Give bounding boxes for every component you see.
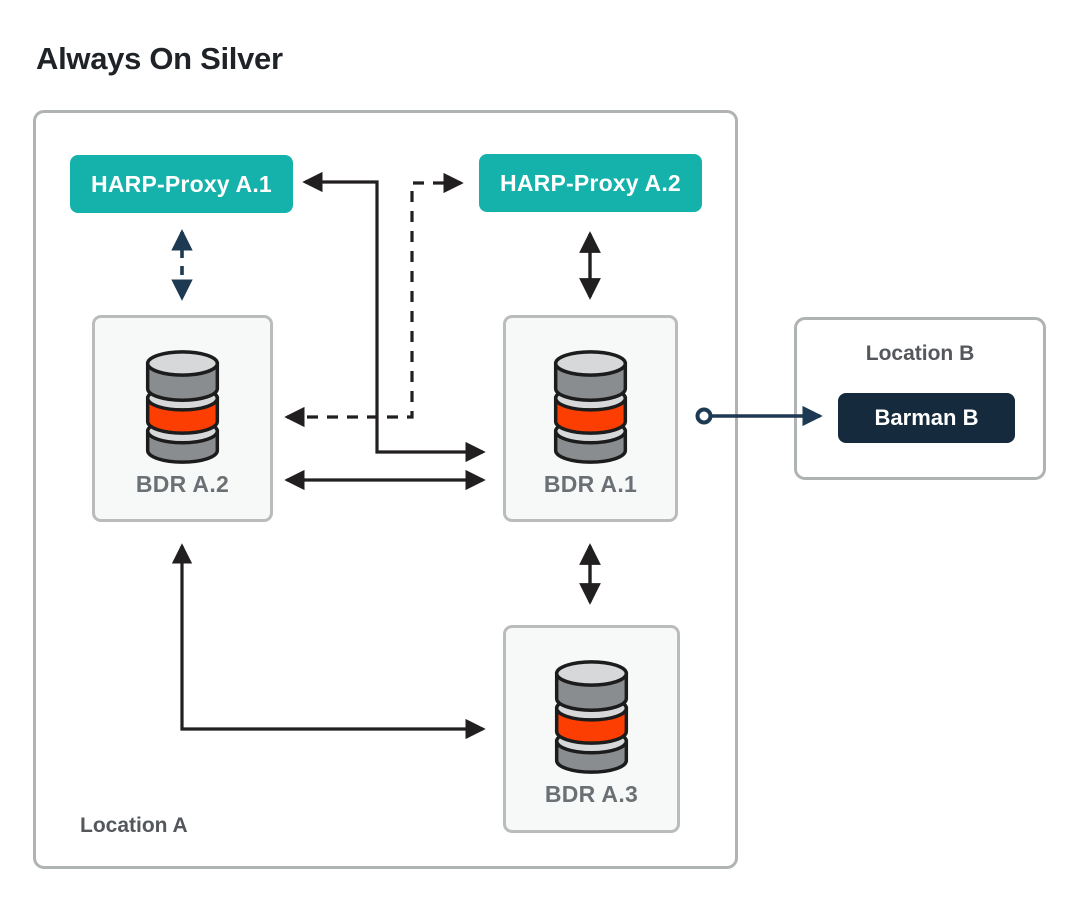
database-icon <box>134 348 231 466</box>
location-b-container: Location B Barman B <box>794 317 1046 480</box>
bdr-a2-label: BDR A.2 <box>135 471 230 497</box>
harp-proxy-a2-node: HARP-Proxy A.2 <box>479 154 702 212</box>
harp-proxy-a1-node: HARP-Proxy A.1 <box>70 155 293 213</box>
bdr-a1-label: BDR A.1 <box>543 471 638 497</box>
barman-b-label: Barman B <box>874 405 979 430</box>
harp-proxy-a2-label: HARP-Proxy A.2 <box>500 169 681 196</box>
bdr-a3-label: BDR A.3 <box>544 781 639 807</box>
bdr-a2-node: BDR A.2 <box>92 315 273 522</box>
database-icon <box>543 658 640 776</box>
harp-proxy-a1-label: HARP-Proxy A.1 <box>91 170 272 197</box>
bdr-a1-node: BDR A.1 <box>503 315 678 522</box>
barman-b-node: Barman B <box>838 393 1015 443</box>
bdr-a3-node: BDR A.3 <box>503 625 680 833</box>
location-a-label: Location A <box>80 814 188 837</box>
diagram-title: Always On Silver <box>36 41 283 76</box>
database-icon <box>542 348 639 466</box>
location-b-label: Location B <box>865 342 975 365</box>
